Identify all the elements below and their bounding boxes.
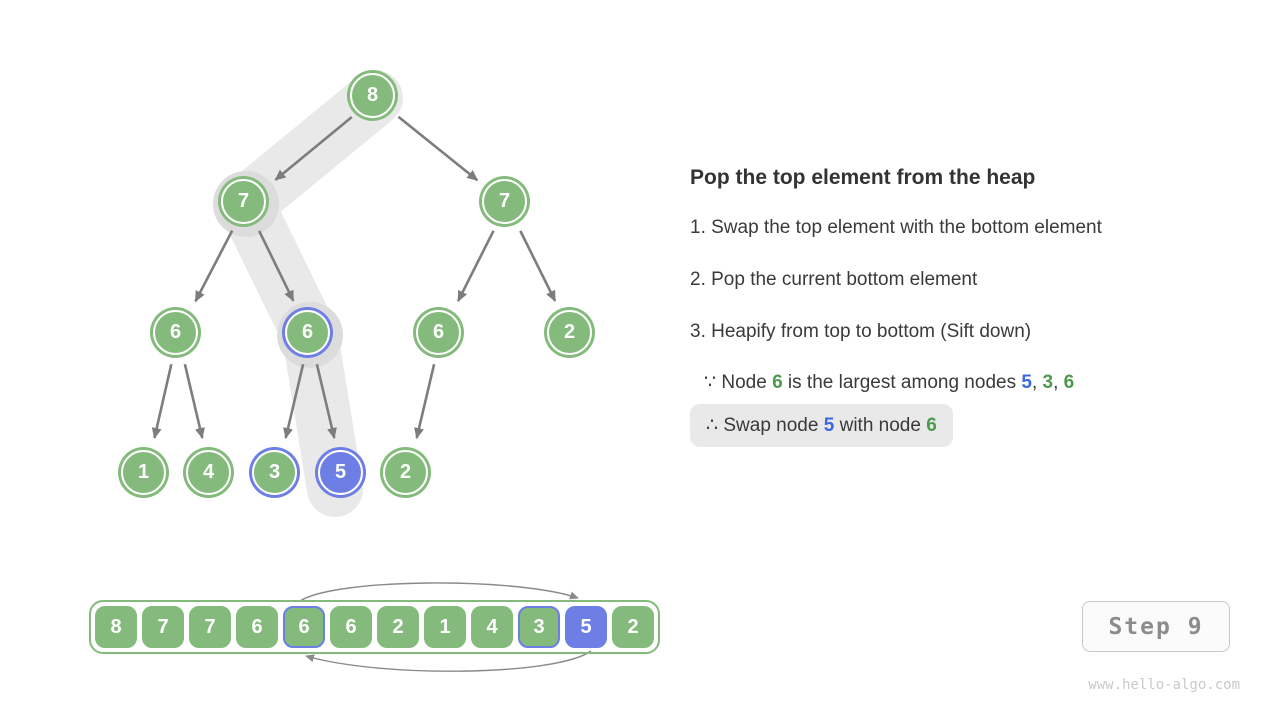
array-cell-0: 8 [95,606,137,648]
tree-node-7: 7 [221,179,266,224]
because-text: ∵ Node [704,372,773,393]
array-cell-1: 7 [142,606,184,648]
instruction-step-3: 3. Heapify from top to bottom (Sift down… [690,321,1032,342]
tree-edges [151,115,557,439]
tree-edge [283,363,305,439]
array-cell-5: 6 [330,606,372,648]
therefore-value-5: 5 [823,415,835,436]
because-value-5: 5 [1021,372,1032,393]
swap-arrow-top [299,582,579,602]
tree-node-2: 2 [383,450,428,495]
array-cell-3: 6 [236,606,278,648]
tree-edge [274,116,353,181]
tree-node-4: 4 [186,450,231,495]
tree-edge [183,363,205,439]
instruction-step-2: 2. Pop the current bottom element [690,269,978,290]
array-cell-8: 4 [471,606,513,648]
swap-arrow-bottom [305,650,592,672]
because-text: , [1031,372,1043,393]
array-swap-arrows [299,582,592,672]
site-watermark: www.hello-algo.com [1088,677,1240,693]
tree-node-6: 6 [285,310,330,355]
therefore-text: ∴ Swap node [706,415,824,436]
tree-edge [456,230,495,302]
tree-edge [151,363,173,439]
because-value-6: 6 [1063,372,1075,393]
tree-node-7: 7 [482,179,527,224]
tree-node-5: 5 [318,450,363,495]
tree-edge [258,230,295,302]
tree-edge [194,230,234,303]
because-value-6: 6 [772,372,783,393]
step-counter-badge: Step 9 [1082,601,1230,652]
panel-title: Pop the top element from the heap [690,166,1036,189]
because-text: , [1053,372,1064,393]
therefore-text: with node [834,415,927,436]
array-cell-11: 2 [612,606,654,648]
tree-node-2: 2 [547,310,592,355]
therefore-value-6: 6 [926,415,937,436]
tree-edge [397,115,479,182]
because-text: is the largest among nodes [782,372,1022,393]
instruction-step-1: 1. Swap the top element with the bottom … [690,217,1102,238]
because-note: ∵ Node 6 is the largest among nodes 5, 3… [704,371,1244,394]
sift-down-highlight-band [218,70,403,517]
array-cell-4: 6 [283,606,325,648]
array-cell-9: 3 [518,606,560,648]
because-value-3: 3 [1042,372,1054,393]
step-counter-label: Step 9 [1108,613,1204,640]
array-cell-6: 2 [377,606,419,648]
array-cell-7: 1 [424,606,466,648]
tree-node-1: 1 [121,450,166,495]
tree-node-8: 8 [350,73,395,118]
sift-down-path [218,70,403,517]
tree-node-6: 6 [416,310,461,355]
therefore-note: ∴ Swap node 5 with node 6 [690,404,953,447]
tree-edge [519,230,557,302]
tree-node-6: 6 [153,310,198,355]
tree-edge [414,363,436,439]
tree-edge [315,363,337,439]
array-cell-10: 5 [565,606,607,648]
tree-node-3: 3 [252,450,297,495]
array-cell-2: 7 [189,606,231,648]
